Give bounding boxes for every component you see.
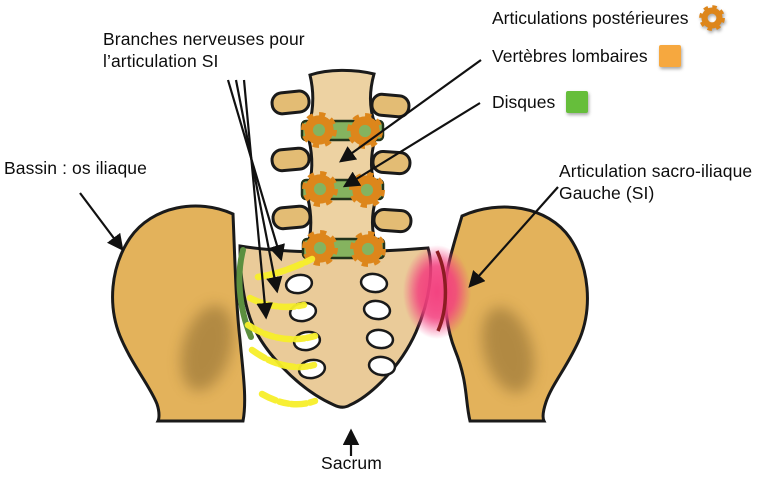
sacrum-bone xyxy=(238,244,433,409)
foramen xyxy=(362,299,392,321)
legend-item-articulations-posterieures: Articulations postérieures xyxy=(492,4,726,32)
legend-item-disques: Disques xyxy=(492,90,589,114)
label-bassin-os-iliaque: Bassin : os iliaque xyxy=(4,158,147,178)
lumbar-spine xyxy=(270,68,413,263)
arrow-branch-3 xyxy=(242,79,273,320)
annotation-arrows xyxy=(79,59,559,456)
bone-shadow xyxy=(481,307,535,393)
iliac-bone-right xyxy=(443,205,589,423)
foramen xyxy=(359,272,389,294)
orange-square-icon xyxy=(658,45,681,67)
nerve-branch xyxy=(246,294,308,311)
arrow-disques xyxy=(342,102,481,188)
arrow-articulation xyxy=(468,186,559,288)
nerve-branch xyxy=(258,390,319,408)
foramen xyxy=(284,273,314,295)
foramen xyxy=(365,328,395,350)
iliac-bone-left xyxy=(111,204,247,423)
nerve-branch xyxy=(244,321,319,343)
transverse-processes xyxy=(270,89,413,234)
green-square-icon xyxy=(566,91,589,113)
legend-label: Disques xyxy=(492,91,556,112)
legend-label: Articulations postérieures xyxy=(492,7,689,28)
bone-shadow xyxy=(180,305,234,391)
gear-icon xyxy=(698,4,726,32)
foramen xyxy=(367,355,397,377)
label-articulation-sacro-iliaque: Articulation sacro-iliaque Gauche (SI) xyxy=(559,161,753,203)
arrow-branch-2 xyxy=(234,79,283,294)
sacral-foramina xyxy=(284,272,397,380)
label-branches-nerveuses: Branches nerveuses pour l’articulation S… xyxy=(103,29,305,71)
label-sacrum: Sacrum xyxy=(321,453,382,473)
arrow-vertebres xyxy=(338,59,482,163)
si-joint-line xyxy=(435,250,448,332)
legend-label: Vertèbres lombaires xyxy=(492,45,648,66)
si-joint-highlight xyxy=(403,245,471,339)
legend-item-vertebres-lombaires: Vertèbres lombaires xyxy=(492,44,682,68)
nerve-branch xyxy=(248,346,318,371)
arrow-bassin xyxy=(79,192,124,251)
